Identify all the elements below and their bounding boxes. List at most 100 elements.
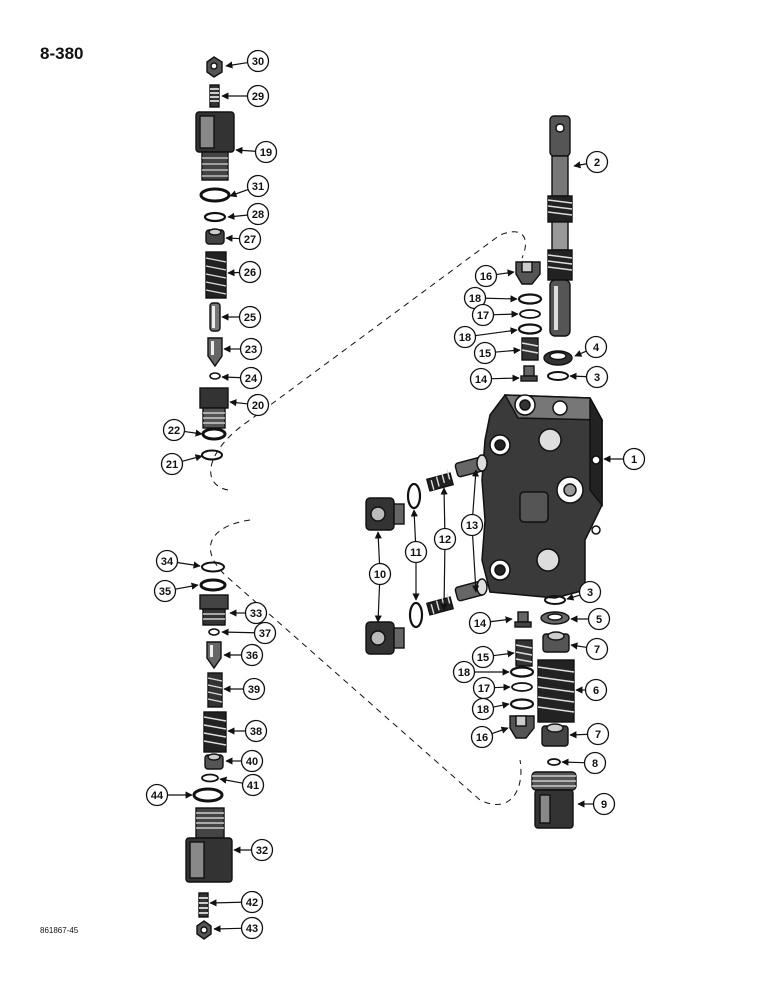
part-2-spool [547, 115, 573, 337]
part-42-screw [198, 892, 209, 918]
part-40-seat [204, 753, 224, 770]
callout-circle [433, 527, 457, 551]
callout-circle [471, 303, 495, 327]
callout-c34: 34 [155, 549, 201, 573]
callout-circle [578, 580, 602, 604]
callout-circle [246, 393, 270, 417]
callout-c18b: 18 [453, 325, 518, 349]
callout-leader [221, 628, 255, 636]
callout-c35: 35 [153, 579, 199, 603]
callout-c32: 32 [233, 838, 274, 862]
callout-number: 13 [466, 520, 478, 532]
callout-circle [238, 305, 262, 329]
callout-number: 36 [246, 650, 258, 662]
part-19-cap [195, 111, 235, 181]
part-34-oring [201, 561, 225, 573]
part-6-spring [537, 659, 575, 723]
side-port-parts [365, 454, 488, 655]
callout-number: 42 [246, 897, 258, 909]
callout-c30: 30 [225, 49, 270, 73]
callout-circle [240, 890, 264, 914]
callout-number: 31 [252, 181, 264, 193]
callout-number: 23 [245, 344, 257, 356]
part-5-washer [540, 611, 570, 625]
part-36-poppet [206, 641, 222, 670]
callout-c39: 39 [223, 677, 266, 701]
callout-number: 9 [601, 799, 607, 811]
callout-c22: 22 [162, 418, 203, 442]
callout-number: 22 [168, 425, 180, 437]
part-14-poppet-upper [520, 365, 538, 382]
callout-c28: 28 [227, 202, 270, 226]
callout-c37: 37 [221, 621, 277, 645]
part-28-ring [203, 211, 227, 223]
callout-number: 41 [247, 780, 259, 792]
callout-leader [495, 346, 521, 355]
callout-circle [474, 264, 498, 288]
callout-c40: 40 [225, 749, 264, 773]
callout-leader [235, 146, 256, 155]
callout-c15a: 15 [473, 341, 521, 365]
part-21-oring [201, 449, 223, 461]
callout-leader [570, 642, 587, 650]
page-number: 8-380 [40, 44, 84, 63]
callout-leader [475, 327, 518, 337]
callout-c20: 20 [229, 393, 270, 417]
callout-c17b: 17 [472, 676, 511, 700]
part-4-seal [543, 350, 573, 366]
callout-circle [160, 452, 184, 476]
lower-check-parts [509, 595, 577, 829]
part-17-ring-a [519, 309, 541, 319]
part-13-piston-lower [454, 578, 488, 602]
part-41-ring [201, 773, 219, 783]
callout-circle [584, 335, 608, 359]
spool-assembly [543, 115, 573, 381]
callout-circle [238, 227, 262, 251]
callout-leader [490, 616, 513, 624]
callout-leader [374, 584, 382, 623]
callout-circle [244, 601, 268, 625]
callout-circle [250, 838, 274, 862]
callout-c18a: 18 [463, 286, 518, 310]
callout-circle [453, 325, 477, 349]
callout-circle [246, 49, 270, 73]
part-3-oring-upper [547, 371, 569, 381]
callout-number: 28 [252, 209, 264, 221]
part-31-oring [199, 187, 231, 203]
callout-leader [496, 269, 515, 277]
callout-number: 14 [474, 618, 487, 630]
callout-circle [242, 677, 266, 701]
callout-leader [491, 374, 520, 382]
callout-circle [246, 174, 270, 198]
callout-number: 34 [161, 556, 174, 568]
callout-circle [145, 783, 169, 807]
callout-leader [561, 758, 585, 766]
callout-number: 21 [166, 459, 178, 471]
callout-number: 18 [458, 667, 470, 679]
callout-circle [238, 260, 262, 284]
callout-circle [253, 621, 277, 645]
part-3-oring-lower [544, 595, 566, 605]
callout-c27: 27 [225, 227, 262, 251]
callout-c18d: 18 [471, 697, 510, 721]
figure-id: 861867-45 [40, 926, 79, 935]
part-15-spring-lower [515, 639, 533, 667]
callout-c41: 41 [219, 773, 265, 797]
callout-circle [586, 722, 610, 746]
callout-circle [239, 337, 263, 361]
callout-circle [592, 792, 616, 816]
callout-c1: 1 [603, 447, 646, 471]
part-16-plug-upper [515, 261, 541, 285]
callout-circle [583, 751, 607, 775]
callout-circle [240, 916, 264, 940]
callout-number: 3 [594, 372, 600, 384]
callout-leader [225, 61, 248, 69]
callout-leader [492, 726, 509, 734]
callout-circle [244, 719, 268, 743]
callout-c29: 29 [221, 84, 270, 108]
callout-circle [468, 611, 492, 635]
callout-c23: 23 [223, 337, 263, 361]
callout-number: 8 [592, 758, 598, 770]
callout-circle [473, 341, 497, 365]
